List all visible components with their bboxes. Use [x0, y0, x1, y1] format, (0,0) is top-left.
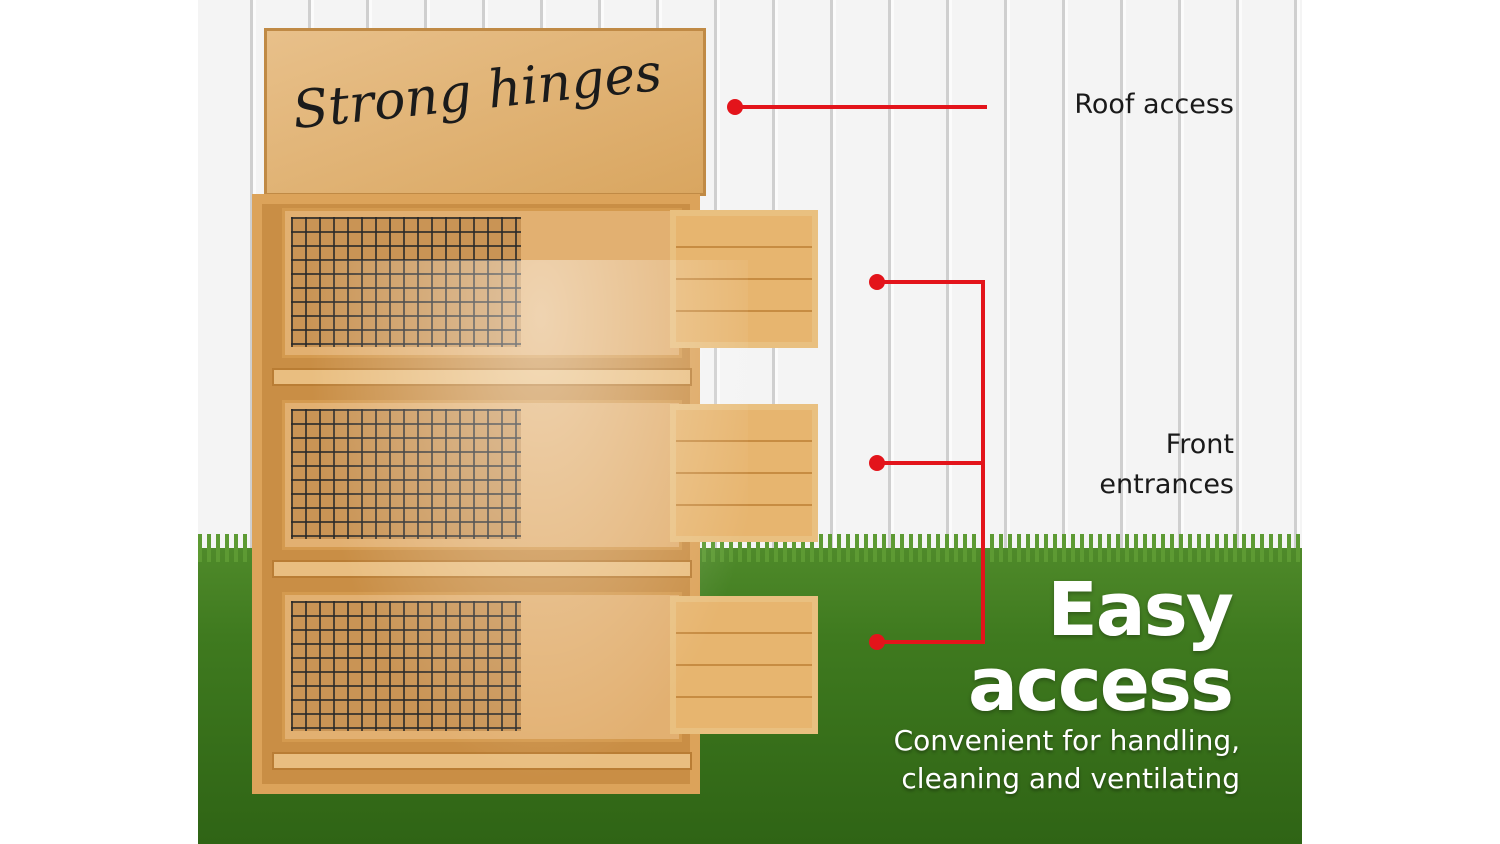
front-entrances-label: Front entrances	[1099, 425, 1234, 505]
wire-cage	[291, 217, 521, 347]
hutch-tier-middle	[282, 400, 682, 550]
front-door-bottom	[670, 596, 818, 734]
callout-line	[735, 105, 987, 109]
headline-line2: access	[968, 642, 1234, 728]
pull-out-tray	[272, 368, 692, 386]
front-door-top	[670, 210, 818, 348]
headline-line1: Easy	[1047, 567, 1234, 653]
hutch-tier-bottom	[282, 592, 682, 742]
wire-cage	[291, 409, 521, 539]
pull-out-tray	[272, 560, 692, 578]
subtitle-line1: Convenient for handling,	[893, 724, 1240, 757]
callout-line	[877, 461, 985, 465]
pull-out-tray	[272, 752, 692, 770]
subtitle-line2: cleaning and ventilating	[901, 762, 1240, 795]
subtitle: Convenient for handling, cleaning and ve…	[894, 722, 1240, 798]
callout-line	[877, 640, 985, 644]
callout-line	[877, 280, 985, 284]
front-entrances-line2: entrances	[1099, 469, 1234, 500]
front-entrances-line1: Front	[1165, 429, 1234, 460]
product-photo	[198, 0, 1302, 844]
hutch-tier-top	[282, 208, 682, 358]
wire-cage	[291, 601, 521, 731]
rabbit-hutch	[252, 194, 700, 794]
ventilation-haze	[288, 260, 748, 820]
front-door-middle	[670, 404, 818, 542]
roof-access-label: Roof access	[1074, 89, 1234, 120]
callout-bracket	[981, 280, 985, 644]
